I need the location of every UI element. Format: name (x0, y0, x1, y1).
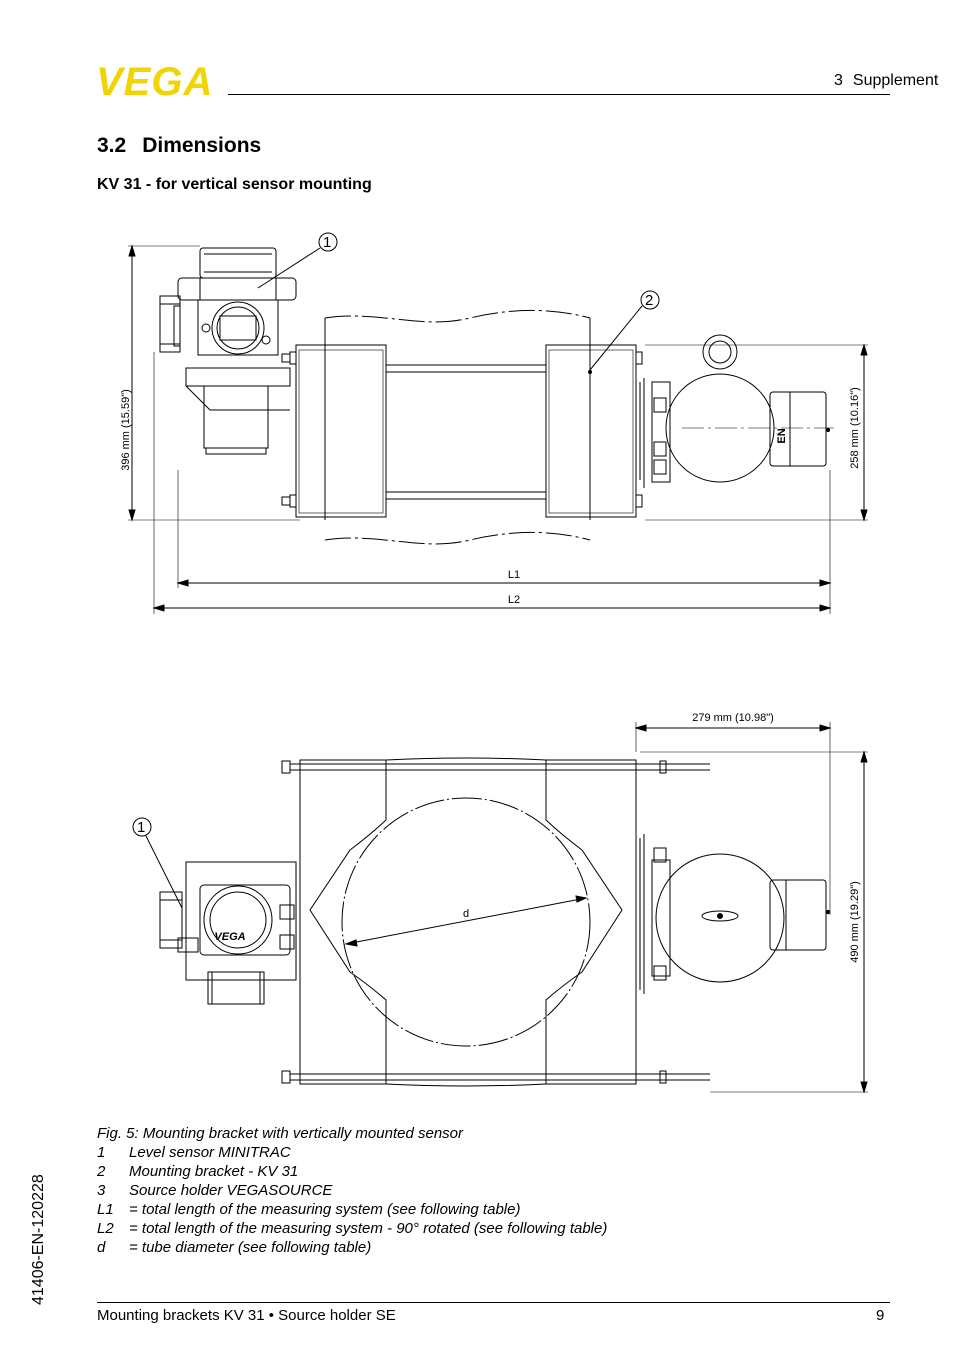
legend-key: L1 (97, 1201, 114, 1218)
legend-item: L2 = total length of the measuring system… (97, 1219, 607, 1238)
legend-item: 2 Mounting bracket - KV 31 (97, 1162, 607, 1181)
legend-item: 1 Level sensor MINITRAC (97, 1143, 607, 1162)
sensor-logo: VEGA (214, 931, 245, 943)
legend-text: = total length of the measuring system (… (129, 1201, 521, 1218)
vega-logo: VEGA (96, 62, 213, 100)
dim-width-bottom: 279 mm (10.98") (692, 712, 774, 724)
dim-height-right-bottom: 490 mm (19.29") (849, 881, 861, 963)
dim-l1: L1 (508, 569, 520, 581)
document-code: 41406-EN-120228 (30, 1174, 47, 1305)
legend-text: = total length of the measuring system -… (129, 1220, 608, 1237)
dim-height-right-top: 258 mm (10.16") (849, 387, 861, 469)
device-label: EN (776, 428, 788, 443)
legend-item: L1 = total length of the measuring system… (97, 1200, 607, 1219)
legend-text: Source holder VEGASOURCE (129, 1182, 333, 1199)
dim-l2: L2 (508, 594, 520, 606)
footer-rule (97, 1302, 890, 1303)
header-rule (228, 94, 890, 95)
dim-height-left-top: 396 mm (15.59") (120, 389, 132, 471)
legend-text: Mounting bracket - KV 31 (129, 1163, 299, 1180)
legend-item: 3 Source holder VEGASOURCE (97, 1181, 607, 1200)
section-header: 3 Supplement (834, 72, 938, 90)
heading-title: Dimensions (142, 134, 262, 157)
callout-2-top: 2 (645, 292, 653, 309)
caption-title: Fig. 5: Mounting bracket with vertically… (97, 1125, 463, 1142)
legend-key: 3 (97, 1182, 106, 1199)
heading-number: 3.2 (97, 134, 127, 157)
section-number: 3 (834, 72, 843, 89)
legend-key: 2 (97, 1163, 106, 1180)
footer-doc-title: Mounting brackets KV 31 • Source holder … (97, 1307, 396, 1324)
section-title: Supplement (852, 72, 939, 89)
figure-caption: Fig. 5: Mounting bracket with vertically… (97, 1124, 607, 1257)
legend-key: 1 (97, 1144, 106, 1161)
vega-logo-text: VEGA (96, 62, 213, 100)
legend-text: Level sensor MINITRAC (129, 1144, 291, 1161)
callout-1-bottom: 1 (137, 819, 145, 836)
legend-key: d (97, 1239, 106, 1256)
legend-item: d = tube diameter (see following table) (97, 1238, 607, 1257)
subheading: KV 31 - for vertical sensor mounting (97, 176, 372, 193)
dim-d: d (463, 908, 469, 920)
callout-1-top: 1 (323, 234, 331, 251)
legend-key: L2 (97, 1220, 114, 1237)
page-heading: 3.2 Dimensions (97, 134, 261, 158)
legend-text: = tube diameter (see following table) (129, 1239, 372, 1256)
page-number: 9 (876, 1307, 885, 1324)
